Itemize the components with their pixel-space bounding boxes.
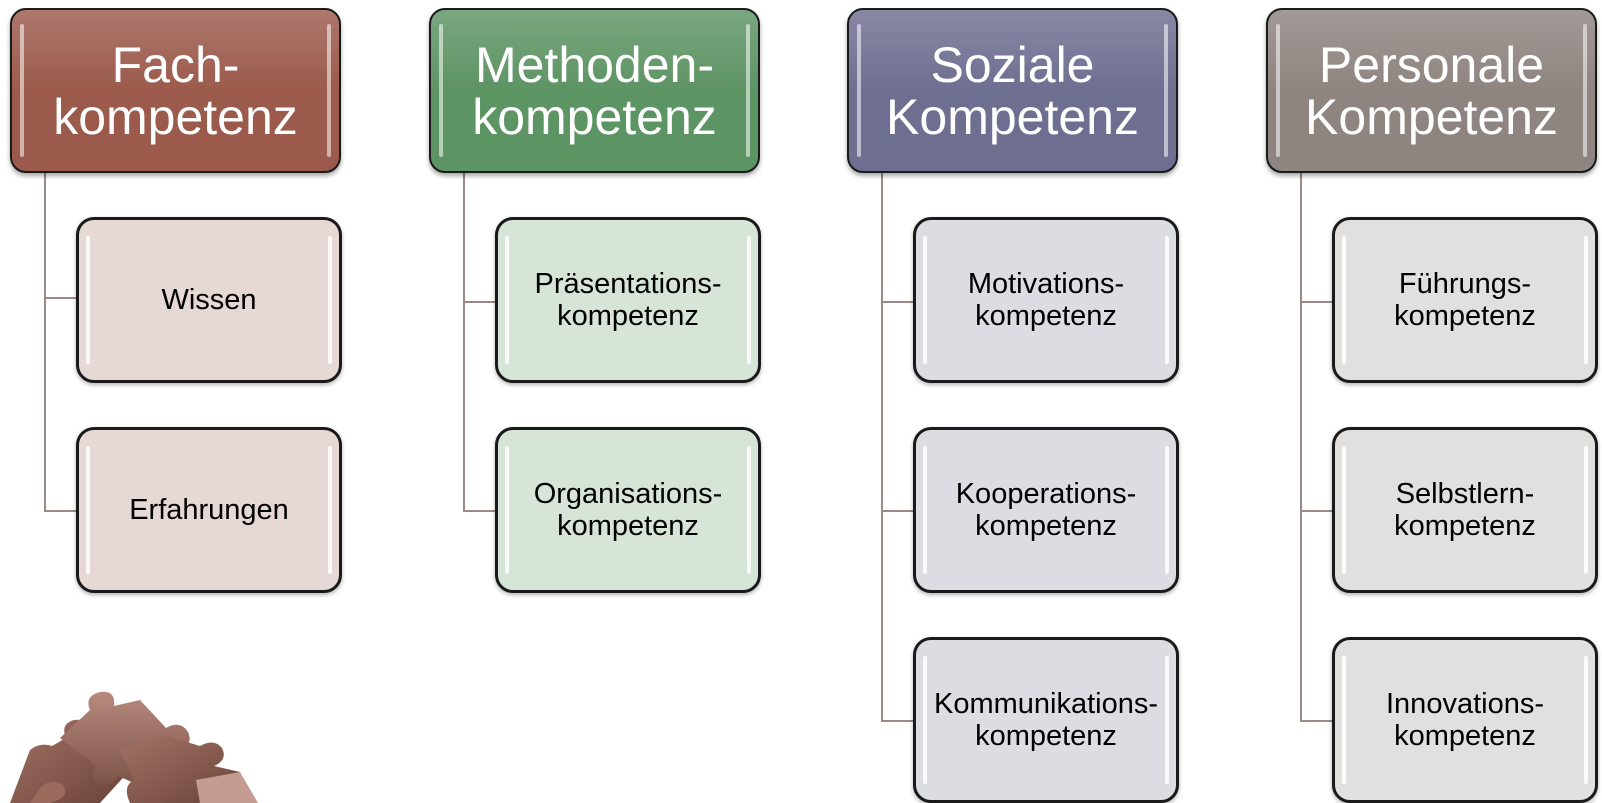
node-label-line-1: Kooperations- bbox=[955, 478, 1137, 510]
node-label-line-2: kompetenz bbox=[1394, 510, 1536, 542]
connector-horizontal bbox=[1300, 301, 1332, 303]
puzzle-pieces-icon bbox=[10, 691, 258, 803]
connector-horizontal bbox=[1300, 510, 1332, 512]
node-label-line-2: kompetenz bbox=[975, 510, 1117, 542]
node-selbstlernkompetenz: Selbstlern- kompetenz bbox=[1332, 427, 1598, 593]
header-fachkompetenz: Fach- kompetenz bbox=[10, 8, 341, 173]
node-praesentationskompetenz: Präsentations- kompetenz bbox=[495, 217, 761, 383]
node-label-line-2: kompetenz bbox=[975, 720, 1117, 752]
header-line-1: Soziale bbox=[930, 36, 1095, 93]
header-soziale-kompetenz: Soziale Kompetenz bbox=[847, 8, 1178, 173]
connector-horizontal bbox=[44, 510, 76, 512]
header-line-2: kompetenz bbox=[53, 88, 298, 145]
node-kommunikationskompetenz: Kommunikations- kompetenz bbox=[913, 637, 1179, 803]
node-label-line-2: kompetenz bbox=[557, 300, 699, 332]
node-label-line-1: Kommunikations- bbox=[933, 688, 1159, 720]
header-line-1: Personale bbox=[1318, 36, 1545, 93]
header-line-1: Fach- bbox=[111, 36, 240, 93]
node-motivationskompetenz: Motivations- kompetenz bbox=[913, 217, 1179, 383]
node-label-line-2: kompetenz bbox=[557, 510, 699, 542]
node-erfahrungen: Erfahrungen bbox=[76, 427, 342, 593]
node-label-line-2: kompetenz bbox=[975, 300, 1117, 332]
node-organisationskompetenz: Organisations- kompetenz bbox=[495, 427, 761, 593]
connector-horizontal bbox=[1300, 720, 1332, 722]
connector-horizontal bbox=[881, 301, 913, 303]
connector-vertical bbox=[881, 172, 883, 722]
node-label-line-1: Organisations- bbox=[533, 478, 723, 510]
node-label: Wissen bbox=[161, 284, 257, 316]
connector-horizontal bbox=[463, 510, 495, 512]
header-line-2: Kompetenz bbox=[1305, 88, 1558, 145]
header-line-2: Kompetenz bbox=[886, 88, 1139, 145]
node-label-line-1: Selbstlern- bbox=[1395, 478, 1535, 510]
connector-horizontal bbox=[881, 510, 913, 512]
connector-vertical bbox=[1300, 172, 1302, 722]
node-label-line-1: Innovations- bbox=[1386, 688, 1544, 720]
connector-horizontal bbox=[463, 301, 495, 303]
connector-horizontal bbox=[44, 297, 76, 299]
connector-horizontal bbox=[881, 720, 913, 722]
node-wissen: Wissen bbox=[76, 217, 342, 383]
node-label-line-1: Präsentations- bbox=[534, 268, 722, 300]
node-label: Erfahrungen bbox=[129, 494, 289, 526]
node-kooperationskompetenz: Kooperations- kompetenz bbox=[913, 427, 1179, 593]
connector-vertical bbox=[463, 172, 465, 512]
node-label-line-1: Führungs- bbox=[1398, 268, 1532, 300]
column-soziale-kompetenz: Soziale Kompetenz Motivations- kompetenz… bbox=[837, 0, 1237, 803]
node-innovationskompetenz: Innovations- kompetenz bbox=[1332, 637, 1598, 803]
header-line-1: Methoden- bbox=[474, 36, 715, 93]
node-label-line-2: kompetenz bbox=[1394, 300, 1536, 332]
column-personale-kompetenz: Personale Kompetenz Führungs- kompetenz … bbox=[1256, 0, 1602, 803]
connector-vertical bbox=[44, 172, 46, 512]
node-label-line-1: Motivations- bbox=[967, 268, 1125, 300]
column-methodenkompetenz: Methoden- kompetenz Präsentations- kompe… bbox=[419, 0, 819, 803]
node-label-line-2: kompetenz bbox=[1394, 720, 1536, 752]
header-methodenkompetenz: Methoden- kompetenz bbox=[429, 8, 760, 173]
node-fuehrungskompetenz: Führungs- kompetenz bbox=[1332, 217, 1598, 383]
header-personale-kompetenz: Personale Kompetenz bbox=[1266, 8, 1597, 173]
header-line-2: kompetenz bbox=[472, 88, 717, 145]
column-fachkompetenz: Fach- kompetenz Wissen Erfahrungen bbox=[0, 0, 400, 803]
